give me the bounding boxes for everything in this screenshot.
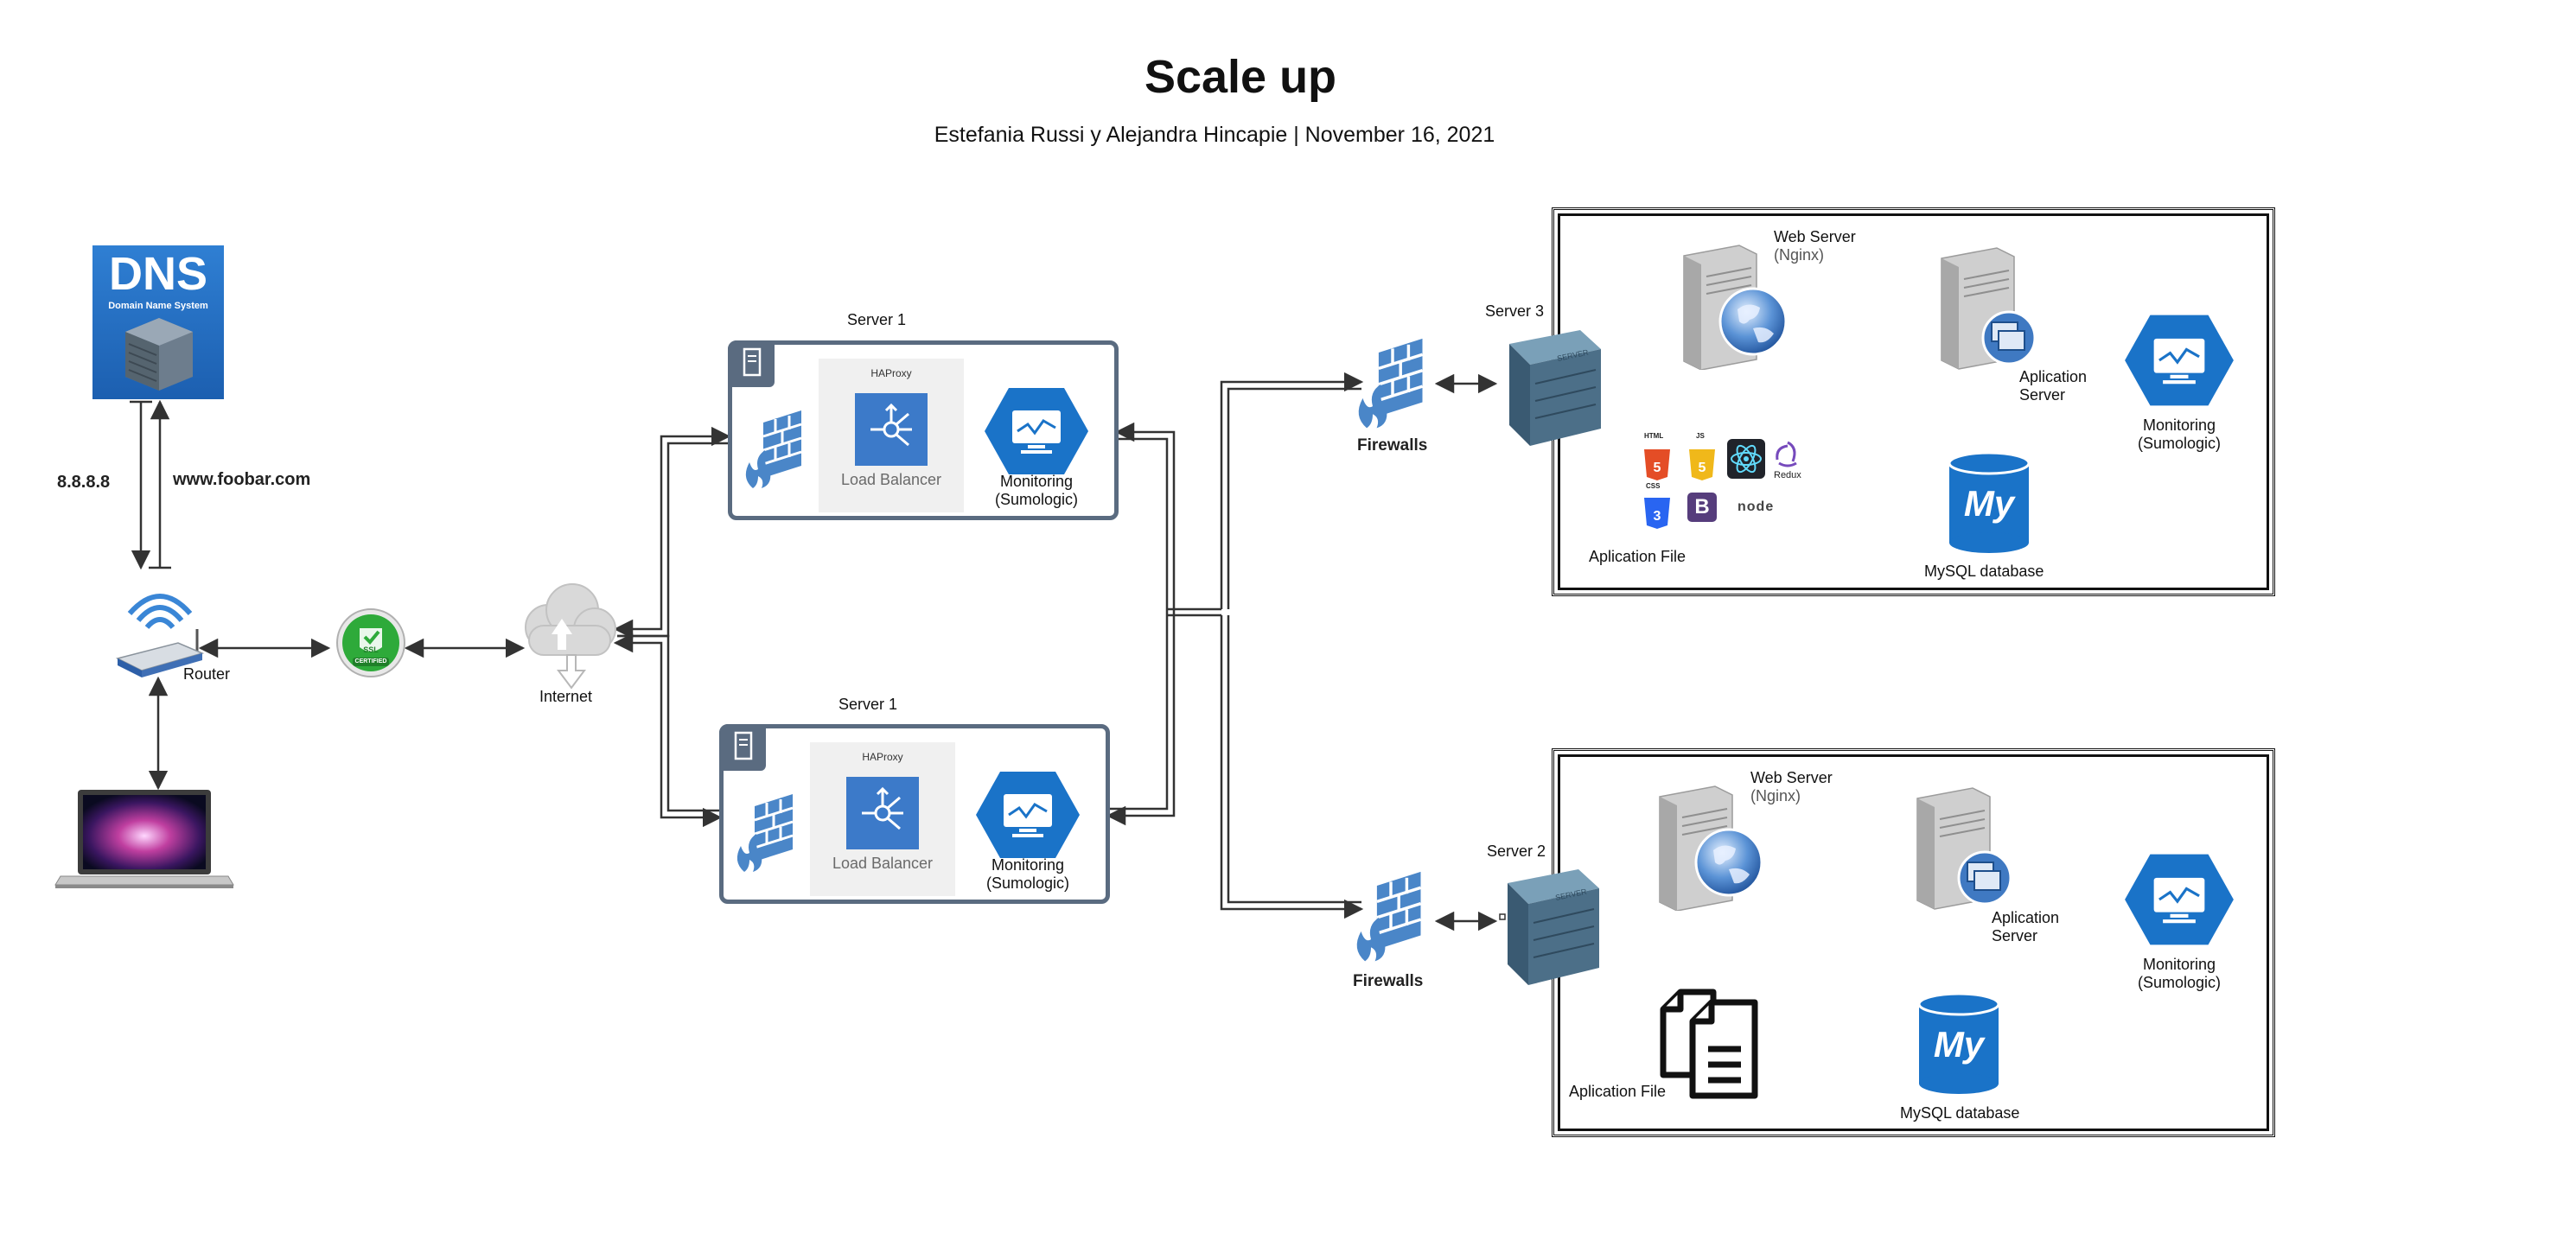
app-server-icon bbox=[1916, 787, 2012, 910]
lb1-monitor-line2: (Sumologic) bbox=[994, 491, 1079, 509]
js-text: JS bbox=[1696, 432, 1705, 440]
app-server-icon bbox=[1941, 247, 2037, 370]
page-subtitle: Estefania Russi y Alejandra Hincapie | N… bbox=[934, 123, 1495, 147]
mysql-database-icon: My bbox=[1917, 992, 2000, 1096]
dns-server-icon: DNS Domain Name System bbox=[92, 245, 224, 399]
app-file-label-3: Aplication File bbox=[1589, 548, 1687, 565]
web-server-sub-2: (Nginx) bbox=[1750, 787, 1801, 805]
haproxy-label: HAProxy bbox=[862, 751, 903, 763]
web-server-globe-icon bbox=[1659, 785, 1763, 911]
svg-text:5: 5 bbox=[1654, 461, 1661, 475]
svg-text:5: 5 bbox=[1699, 461, 1706, 475]
ssl-text: SSL bbox=[363, 645, 379, 654]
server-rack-icon: SERVER bbox=[1509, 330, 1601, 446]
lb2-monitor-line2: (Sumologic) bbox=[985, 874, 1070, 893]
html5-icon: 5 bbox=[1644, 449, 1670, 480]
css3-icon: 3 bbox=[1644, 498, 1670, 529]
mysql-database-icon: My bbox=[1948, 451, 2031, 555]
lb1-monitor-line1: Monitoring bbox=[999, 473, 1074, 490]
web-server-label-2: Web Server bbox=[1750, 769, 1833, 786]
page-title: Scale up bbox=[1144, 51, 1337, 103]
document-icon bbox=[1660, 989, 1758, 1099]
app-file-label-2: Aplication File bbox=[1569, 1083, 1667, 1100]
web-server-label-3: Web Server bbox=[1774, 228, 1856, 245]
firewall-icon bbox=[736, 794, 794, 872]
server-rack-icon: SERVER bbox=[1508, 869, 1599, 985]
ip-address-label: 8.8.8.8 bbox=[57, 473, 111, 492]
laptop-icon bbox=[54, 790, 234, 888]
mysql-logo-text: My bbox=[1963, 483, 2015, 524]
lb2-monitor-line1: Monitoring bbox=[991, 856, 1065, 874]
internet-label: Internet bbox=[539, 688, 593, 705]
load-balancer-label: Load Balancer bbox=[840, 471, 942, 488]
app-server-label-3: Aplication bbox=[2019, 368, 2088, 385]
s3-monitor-line2: (Sumologic) bbox=[2137, 435, 2222, 453]
domain-label: www.foobar.com bbox=[173, 470, 311, 489]
server-rack-icon bbox=[719, 724, 766, 771]
bootstrap-icon: B bbox=[1687, 493, 1717, 522]
load-balancer-label: Load Balancer bbox=[832, 855, 934, 872]
mysql-label-2: MySQL database bbox=[1900, 1104, 2020, 1122]
firewall-icon bbox=[1358, 338, 1424, 429]
server-3-label: Server 3 bbox=[1485, 302, 1545, 320]
monitoring-icon bbox=[976, 772, 1080, 858]
lb2-title: Server 1 bbox=[838, 696, 898, 713]
firewall-label-server2: Firewalls bbox=[1353, 972, 1424, 990]
app-server-label-2: Aplication bbox=[1992, 909, 2060, 926]
react-icon bbox=[1727, 439, 1765, 479]
redux-icon bbox=[1776, 441, 1797, 467]
ssl-subtext: CERTIFIED bbox=[354, 658, 387, 664]
mysql-logo-text: My bbox=[1933, 1024, 1985, 1065]
dns-subtext: Domain Name System bbox=[108, 301, 208, 311]
firewall-icon bbox=[745, 410, 802, 488]
html-text: HTML bbox=[1644, 432, 1664, 440]
internet-cloud-icon bbox=[525, 583, 616, 690]
load-balancer-server-1: HAProxy Load Balancer Monitoring(Sumolog… bbox=[728, 340, 1119, 520]
dns-rack-graphic bbox=[125, 318, 193, 391]
load-balancer-icon: HAProxy Load Balancer bbox=[810, 742, 955, 896]
monitoring-icon bbox=[2125, 854, 2234, 945]
application-tech-stack: 5 HTML 5 JS Redux 3 CSS B node bbox=[1642, 432, 1807, 529]
s3-monitor-line1: Monitoring bbox=[2142, 416, 2216, 434]
lb1-title: Server 1 bbox=[847, 311, 907, 328]
app-server-sub-2: Server bbox=[1992, 927, 2038, 945]
router-label: Router bbox=[183, 665, 231, 683]
web-server-sub-3: (Nginx) bbox=[1774, 246, 1825, 264]
firewall-icon bbox=[1356, 871, 1422, 962]
firewall-label-server3: Firewalls bbox=[1357, 436, 1428, 455]
nodejs-icon: node bbox=[1738, 499, 1775, 514]
mysql-label-3: MySQL database bbox=[1924, 563, 2044, 580]
s2-monitor-line1: Monitoring bbox=[2142, 956, 2216, 973]
dns-text: DNS bbox=[108, 248, 207, 300]
js-icon: 5 bbox=[1689, 449, 1715, 480]
redux-text: Redux bbox=[1774, 470, 1801, 480]
wifi-router-icon bbox=[115, 594, 205, 677]
monitoring-icon bbox=[2125, 315, 2234, 406]
css-text: CSS bbox=[1646, 482, 1661, 490]
server-rack-icon bbox=[728, 340, 775, 387]
haproxy-label: HAProxy bbox=[870, 367, 912, 379]
load-balancer-server-2: HAProxy Load Balancer Monitoring(Sumolog… bbox=[719, 724, 1110, 904]
monitoring-icon bbox=[985, 388, 1088, 474]
s2-monitor-line2: (Sumologic) bbox=[2137, 974, 2222, 992]
web-server-globe-icon bbox=[1683, 245, 1788, 370]
load-balancer-icon: HAProxy Load Balancer bbox=[819, 359, 964, 512]
app-server-sub-3: Server bbox=[2019, 386, 2066, 404]
ssl-certificate-icon: SSL CERTIFIED bbox=[335, 607, 406, 678]
svg-text:3: 3 bbox=[1654, 509, 1661, 524]
server-2-label: Server 2 bbox=[1487, 843, 1546, 860]
